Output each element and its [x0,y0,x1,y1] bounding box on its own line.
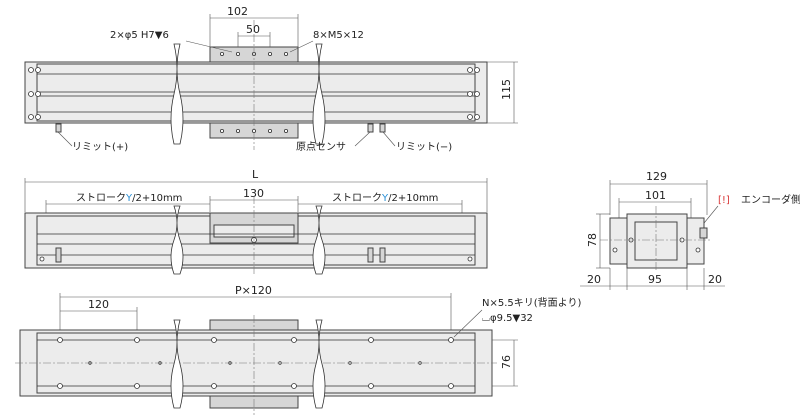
encoder-label: エンコーダ側 [741,193,800,206]
stroke-right-y: Y [381,193,389,204]
limit-minus-sensor [379,123,386,133]
break-mark-right [312,43,326,145]
top-view: 102 50 2×φ5 H7▼6 8×M5×12 115 リミット(+) 原点セ… [24,5,518,153]
dim-pitch: P×120 [235,284,272,297]
svg-text:ストロークY/2+10mm: ストロークY/2+10mm [76,192,182,204]
stroke-right-suffix: /2+10mm [388,193,438,204]
dim-20-right: 20 [708,273,722,286]
label-limit-minus: リミット(−) [396,142,452,153]
dim-95: 95 [648,273,662,286]
side-view: 129 101 [!] エンコーダ側 78 20 95 20 [580,170,800,290]
encoder-bracket: [!] [718,195,730,206]
side-left-plate [609,217,628,265]
front-view: L ストロークY/2+10mm 130 ストロークY/2+10mm [24,168,488,276]
dim-129: 129 [646,170,667,183]
note-taps: 8×M5×12 [313,30,364,41]
stroke-left-suffix: /2+10mm [132,193,182,204]
label-limit-plus: リミット(+) [72,142,128,153]
top-end-screws [28,67,480,120]
dim-L: L [252,168,259,181]
note-pin-holes: 2×φ5 H7▼6 [110,30,169,41]
dim-115: 115 [500,79,513,100]
side-right-plate [686,217,705,265]
top-body-inner [36,63,476,122]
bottom-view: P×120 120 N×5.5キリ(背面より) ⌴φ9.5▼32 [15,284,581,415]
break-mark-left [170,43,184,145]
stroke-left-y: Y [125,193,133,204]
dim-78: 78 [586,233,599,247]
note-holes: N×5.5キリ(背面より) [482,296,581,309]
note-counterbore: ⌴φ9.5▼32 [482,313,533,324]
limit-plus-sensor [55,123,62,133]
dim-130: 130 [243,187,264,200]
dim-120: 120 [88,298,109,311]
dim-102: 102 [227,5,248,18]
dim-101: 101 [645,189,666,202]
stroke-right-label: ストローク [332,192,382,204]
label-origin-sensor: 原点センサ [296,141,346,153]
stroke-left-label: ストローク [76,192,126,204]
dim-20-left: 20 [587,273,601,286]
dim-50: 50 [246,23,260,36]
svg-text:ストロークY/2+10mm: ストロークY/2+10mm [332,192,438,204]
origin-sensor [367,123,374,133]
dim-76: 76 [500,355,513,369]
encoder-connector [699,227,708,239]
carriage-holes [219,52,288,133]
